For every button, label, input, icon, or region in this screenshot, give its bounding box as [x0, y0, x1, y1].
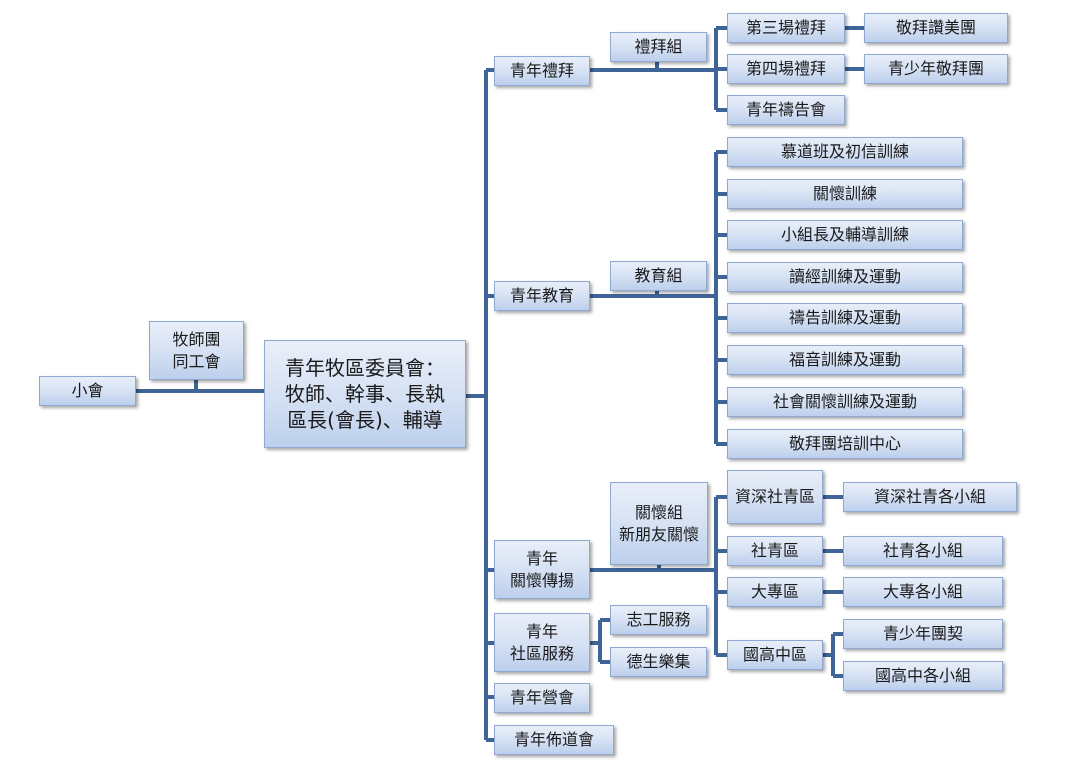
node-senior-young-adults: 資深社青區 — [727, 470, 823, 524]
node-edu-item: 小組長及輔導訓練 — [727, 220, 963, 250]
node-education-group: 教育組 — [610, 261, 707, 291]
node-prayer-meeting: 青年禱告會 — [727, 95, 845, 125]
node-youth-worship: 青年禮拜 — [494, 56, 590, 86]
node-edu-item: 慕道班及初信訓練 — [727, 137, 963, 167]
node-youth-camp: 青年營會 — [494, 683, 590, 713]
node-youth-evangelism: 青年佈道會 — [494, 725, 614, 755]
node-volunteer: 志工服務 — [610, 605, 707, 635]
node-college: 大專區 — [727, 577, 823, 607]
node-care-group: 關懷組 新朋友關懷 — [610, 482, 708, 565]
node-edu-item: 敬拜團培訓中心 — [727, 429, 963, 459]
node-edu-item: 讀經訓練及運動 — [727, 262, 963, 292]
node-teen-fellowship: 青少年團契 — [843, 619, 1003, 649]
node-worship-group: 禮拜組 — [610, 32, 707, 62]
node-edu-item: 福音訓練及運動 — [727, 345, 963, 375]
node-pastor-team: 牧師團 同工會 — [149, 321, 244, 380]
node-youth-care: 青年 關懷傳揚 — [494, 540, 590, 599]
node-desheng: 德生樂集 — [610, 647, 707, 677]
node-high-school: 國高中區 — [727, 640, 823, 670]
node-college-groups: 大專各小組 — [843, 577, 1003, 607]
node-teen-praise-team: 青少年敬拜團 — [864, 54, 1008, 84]
node-high-school-groups: 國高中各小組 — [843, 661, 1003, 691]
node-xiaohui: 小會 — [39, 376, 136, 406]
node-praise-team: 敬拜讚美團 — [864, 13, 1008, 43]
node-young-adults: 社青區 — [727, 536, 823, 566]
node-committee: 青年牧區委員會： 牧師、幹事、長執 區長(會長)、輔導 — [264, 340, 466, 448]
node-youth-community: 青年 社區服務 — [494, 613, 590, 672]
node-edu-item: 社會關懷訓練及運動 — [727, 387, 963, 417]
node-edu-item: 禱告訓練及運動 — [727, 303, 963, 333]
node-senior-groups: 資深社青各小組 — [843, 482, 1017, 512]
node-fourth-service: 第四場禮拜 — [727, 54, 845, 84]
node-young-adult-groups: 社青各小組 — [843, 536, 1003, 566]
node-youth-education: 青年教育 — [494, 281, 590, 311]
node-edu-item: 關懷訓練 — [727, 179, 963, 209]
node-third-service: 第三場禮拜 — [727, 13, 845, 43]
